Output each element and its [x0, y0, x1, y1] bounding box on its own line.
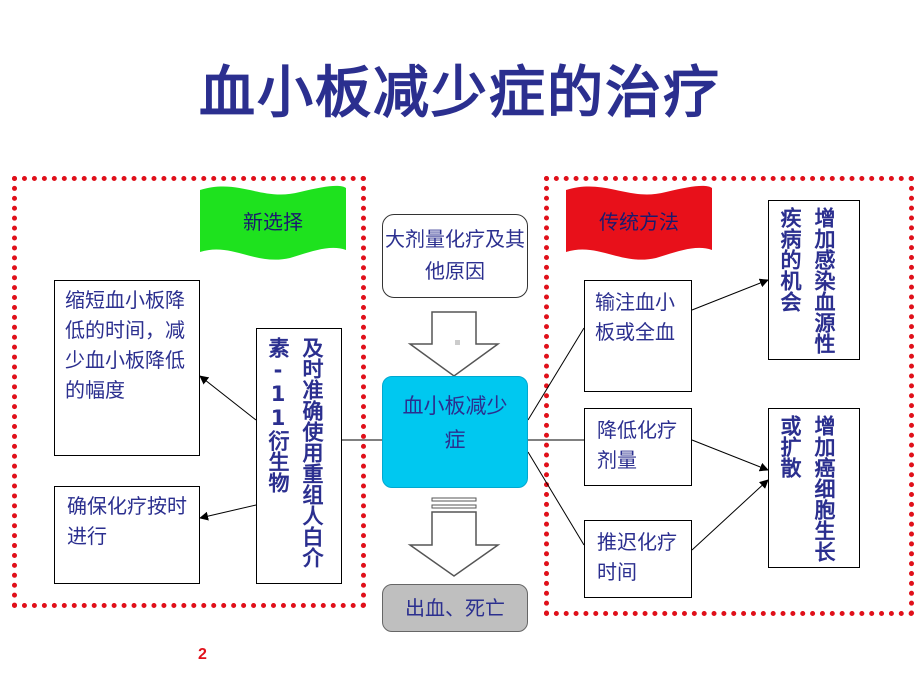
thrombocytopenia-text: 血小板减少症 — [402, 394, 508, 452]
reduce-dose-box: 降低化疗剂量 — [584, 408, 692, 486]
page-number: 2 — [198, 646, 207, 663]
traditional-label: 传统方法 — [599, 210, 679, 234]
infection-risk-box: 增加感染血源性疾病的机会 — [768, 200, 860, 360]
arrow-cause-to-center — [407, 311, 501, 377]
delay-text: 推迟化疗时间 — [597, 530, 677, 584]
delay-box: 推迟化疗时间 — [584, 520, 692, 598]
shorten-time-text: 缩短血小板降低的时间，减少血小板降低的幅度 — [65, 288, 185, 402]
ensure-schedule-text: 确保化疗按时进行 — [67, 494, 187, 548]
ensure-schedule-box: 确保化疗按时进行 — [54, 486, 200, 584]
transfusion-text: 输注血小板或全血 — [595, 290, 675, 344]
page-title: 血小板减少症的治疗 — [199, 61, 721, 126]
il11-treatment-text: 及时准确使用重组人白介素-11衍生物 — [266, 337, 324, 568]
cause-box: 大剂量化疗及其他原因 — [382, 214, 528, 298]
shorten-time-box: 缩短血小板降低的时间，减少血小板降低的幅度 — [54, 280, 200, 456]
reduce-dose-text: 降低化疗剂量 — [597, 418, 677, 472]
outcome-box: 出血、死亡 — [382, 584, 528, 632]
new-choice-label: 新选择 — [243, 210, 303, 234]
il11-treatment-box: 及时准确使用重组人白介素-11衍生物 — [256, 328, 342, 584]
outcome-text: 出血、死亡 — [405, 596, 505, 620]
left-dotted-frame — [12, 176, 366, 608]
arrow-center-to-outcome — [407, 497, 501, 577]
transfusion-box: 输注血小板或全血 — [584, 280, 692, 392]
infection-risk-text: 增加感染血源性疾病的机会 — [778, 207, 836, 354]
thrombocytopenia-box: 血小板减少症 — [382, 376, 528, 488]
tumor-risk-text: 增加癌细胞生长或扩散 — [778, 415, 836, 562]
tumor-risk-box: 增加癌细胞生长或扩散 — [768, 408, 860, 568]
cause-text: 大剂量化疗及其他原因 — [385, 227, 525, 283]
